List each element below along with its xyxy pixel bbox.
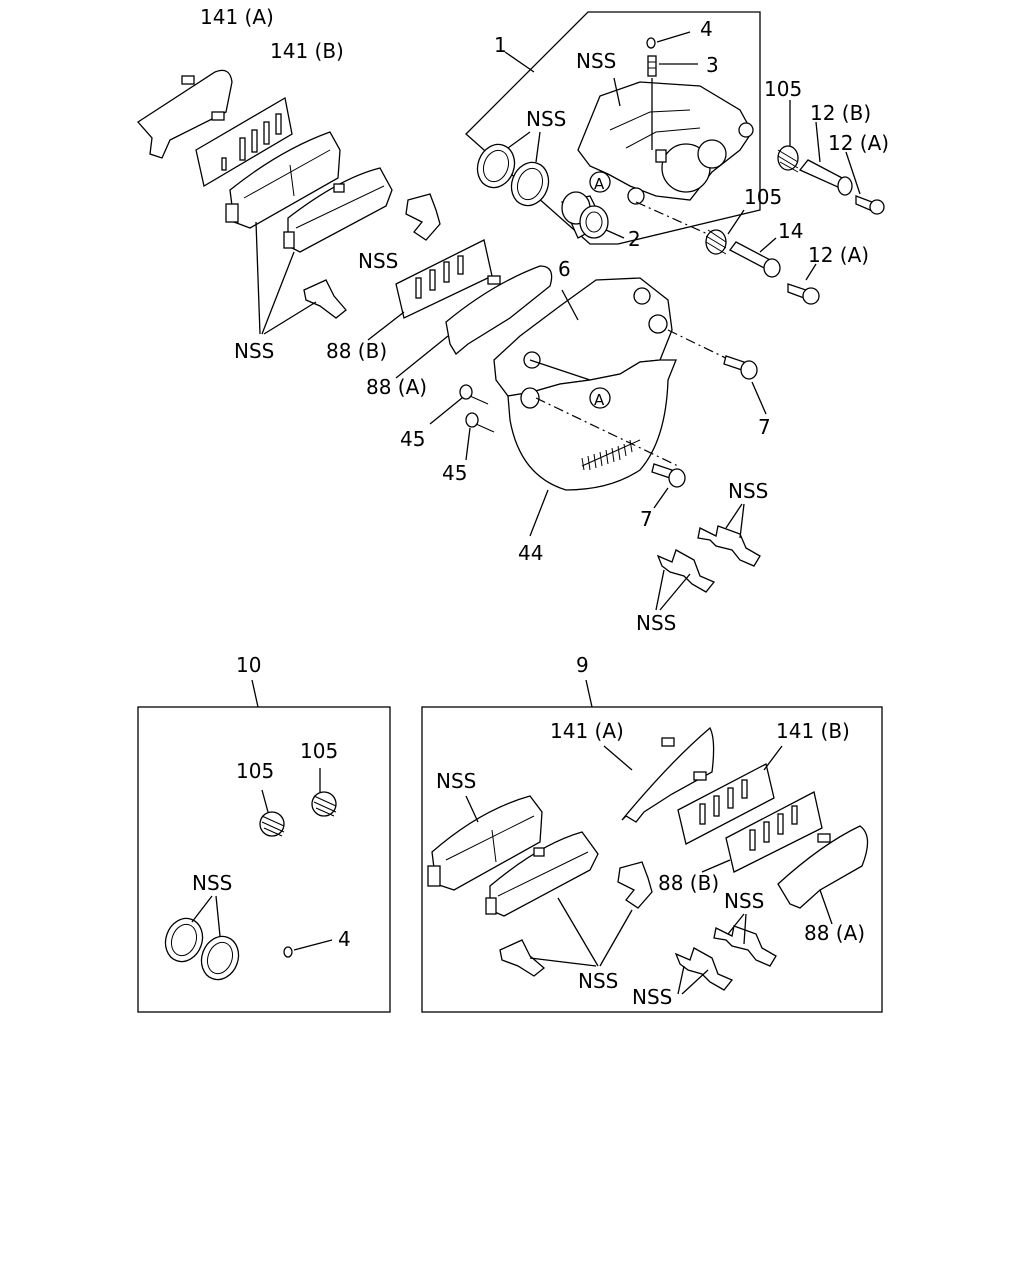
kit-9-shim-141b bbox=[677, 763, 775, 845]
shield-bolt-45-upper bbox=[459, 384, 489, 405]
label-12a-lower: 12 (A) bbox=[808, 243, 869, 267]
label-nss-kit9-clip: NSS bbox=[724, 889, 764, 913]
label-nss-right-lower: NSS bbox=[636, 611, 676, 635]
kit-9-clip-lower bbox=[499, 939, 546, 977]
shield-bolt-45-lower bbox=[465, 412, 495, 433]
label-nss-seals: NSS bbox=[526, 107, 566, 131]
label-14: 14 bbox=[778, 219, 803, 243]
label-nss-clip: NSS bbox=[358, 249, 398, 273]
bleeder-cap bbox=[646, 37, 656, 49]
kit-9-shim-141a bbox=[621, 726, 715, 823]
bolt-12a-lower bbox=[787, 283, 820, 305]
label-kit-9: 9 bbox=[576, 653, 589, 677]
label-12a-upper: 12 (A) bbox=[828, 131, 889, 155]
label-105-upper: 105 bbox=[764, 77, 802, 101]
kit-9-frame bbox=[421, 706, 883, 1013]
pad-clip-upper bbox=[405, 193, 441, 241]
shim-141a-top bbox=[137, 69, 233, 159]
brake-pad-inner-top bbox=[283, 167, 393, 253]
label-45-upper: 45 bbox=[400, 427, 425, 451]
brake-pad-outer-top bbox=[225, 131, 341, 229]
bleeder-screw bbox=[647, 55, 657, 77]
label-141a-top: 141 (A) bbox=[200, 5, 274, 29]
label-7-lower: 7 bbox=[640, 507, 653, 531]
kit-9-pad-outer bbox=[427, 795, 543, 891]
label-2: 2 bbox=[628, 227, 641, 251]
label-141b-kit9: 141 (B) bbox=[776, 719, 850, 743]
label-kit-10: 10 bbox=[236, 653, 261, 677]
piston-seal-1 bbox=[476, 143, 516, 189]
guide-pin-12b bbox=[798, 159, 853, 196]
label-nss-pads: NSS bbox=[234, 339, 274, 363]
bushing-105-lower bbox=[705, 229, 727, 255]
label-nss-kit9-2: NSS bbox=[632, 985, 672, 1009]
kit-9-shim-88b bbox=[725, 791, 823, 873]
kit-10-frame bbox=[137, 706, 391, 1013]
reference-marker-a-support bbox=[589, 387, 611, 409]
label-105-kit10-b: 105 bbox=[300, 739, 338, 763]
kit-10-bushing-1 bbox=[259, 811, 285, 837]
support-bolt-7-lower bbox=[651, 463, 686, 488]
kit-9-spring-clip-lower bbox=[674, 947, 734, 991]
label-12b: 12 (B) bbox=[810, 101, 871, 125]
piston-seal-2 bbox=[510, 161, 550, 207]
label-141b-top: 141 (B) bbox=[270, 39, 344, 63]
label-44: 44 bbox=[518, 541, 543, 565]
pad-spring-clip-upper-right bbox=[697, 525, 761, 567]
label-nss-kit9-pads: NSS bbox=[436, 769, 476, 793]
support-bolt-7-upper bbox=[723, 355, 758, 380]
label-nss-kit10-seals: NSS bbox=[192, 871, 232, 895]
label-ref-a-caliper: A bbox=[594, 175, 605, 193]
label-105-kit10-a: 105 bbox=[236, 759, 274, 783]
label-nss-right-upper: NSS bbox=[728, 479, 768, 503]
label-4-top: 4 bbox=[700, 17, 713, 41]
dust-shield-vents bbox=[581, 439, 633, 471]
shim-141b-top bbox=[195, 96, 293, 188]
label-7-upper: 7 bbox=[758, 415, 771, 439]
kit-10-seal-1 bbox=[164, 917, 204, 963]
shim-88b-top bbox=[395, 239, 493, 319]
label-1: 1 bbox=[494, 33, 507, 57]
bushing-105-upper bbox=[777, 145, 799, 173]
label-4-kit10: 4 bbox=[338, 927, 351, 951]
piston bbox=[561, 191, 609, 239]
kit-10-seal-2 bbox=[200, 935, 240, 981]
bolt-12a-upper bbox=[855, 195, 885, 215]
label-141a-kit9: 141 (A) bbox=[550, 719, 624, 743]
label-105-lower: 105 bbox=[744, 185, 782, 209]
pad-clip-lower bbox=[303, 279, 347, 319]
reference-marker-a-caliper bbox=[589, 171, 611, 193]
caliper-assembly-frame bbox=[465, 11, 761, 245]
kit-9-pad-inner bbox=[485, 831, 599, 917]
guide-pin-14 bbox=[729, 241, 781, 278]
label-ref-a-support: A bbox=[594, 391, 605, 409]
label-6: 6 bbox=[558, 257, 571, 281]
reference-marker-letters: A A bbox=[594, 175, 605, 409]
label-88b-kit9: 88 (B) bbox=[658, 871, 719, 895]
label-nss-kit9-1: NSS bbox=[578, 969, 618, 993]
kit-10-bleeder-cap bbox=[283, 946, 293, 958]
label-88a-kit9: 88 (A) bbox=[804, 921, 865, 945]
label-45-lower: 45 bbox=[442, 461, 467, 485]
shim-88a-top bbox=[445, 265, 553, 355]
kit-9-shim-88a bbox=[777, 825, 869, 909]
kit-9-clip-upper bbox=[617, 861, 653, 909]
label-3: 3 bbox=[706, 53, 719, 77]
pad-spring-clip-lower-right bbox=[656, 549, 716, 593]
label-88b-top: 88 (B) bbox=[326, 339, 387, 363]
label-88a-top: 88 (A) bbox=[366, 375, 427, 399]
kit-10-bushing-2 bbox=[311, 791, 337, 817]
label-nss-caliper: NSS bbox=[576, 49, 616, 73]
caliper-body bbox=[577, 81, 754, 205]
